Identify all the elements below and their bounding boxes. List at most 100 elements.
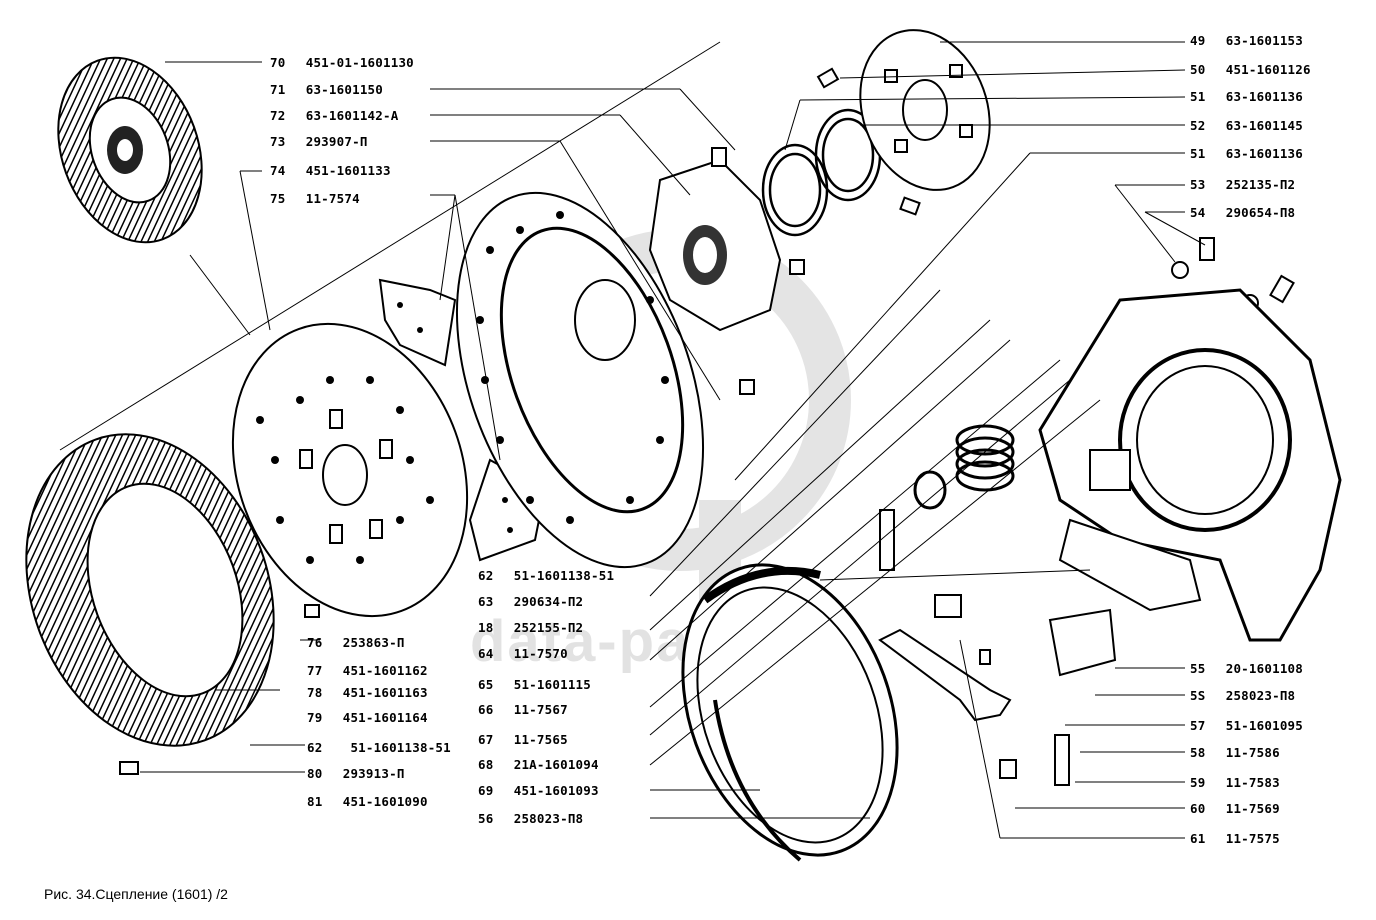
- callout-79: 79 451-1601164: [307, 710, 428, 725]
- callout-num: 68: [478, 757, 494, 772]
- callout-code: 11-7569: [1225, 801, 1280, 816]
- callout-num: 5S: [1190, 688, 1206, 703]
- callout-code: 451-1601162: [342, 663, 428, 678]
- callout-75: 75 11-7574: [270, 191, 360, 206]
- callout-num: 56: [478, 811, 494, 826]
- callout-74: 74 451-1601133: [270, 163, 391, 178]
- callout-num: 78: [307, 685, 323, 700]
- callout-code: 11-7586: [1225, 745, 1280, 760]
- callout-code: 63-1601142-А: [305, 108, 399, 123]
- callout-54: 54 290654-П8: [1190, 205, 1295, 220]
- callout-num: 62: [478, 568, 494, 583]
- callout-num: 79: [307, 710, 323, 725]
- callout-81: 81 451-1601090: [307, 794, 428, 809]
- callout-num: 75: [270, 191, 286, 206]
- callout-num: 81: [307, 794, 323, 809]
- callout-num: 69: [478, 783, 494, 798]
- callout-code: 11-7583: [1225, 775, 1280, 790]
- clutch-housing: [1038, 288, 1342, 642]
- callout-num: 65: [478, 677, 494, 692]
- callout-code: 253863-П: [342, 635, 405, 650]
- callout-num: 52: [1190, 118, 1206, 133]
- friction-lining-large: [25, 433, 275, 747]
- callout-code: 63-1601150: [305, 82, 383, 97]
- callout-num: 58: [1190, 745, 1206, 760]
- callout-62b: 62 51-1601138-51: [478, 568, 614, 583]
- callout-num: 53: [1190, 177, 1206, 192]
- callout-58: 58 11-7586: [1190, 745, 1280, 760]
- callout-code: 21А-1601094: [513, 757, 599, 772]
- callout-num: 72: [270, 108, 286, 123]
- release-levers: [878, 518, 1202, 722]
- callout-code: 252135-П2: [1225, 177, 1296, 192]
- callout-num: 50: [1190, 62, 1206, 77]
- retainer-plate: [859, 29, 991, 191]
- callout-56: 56 258023-П8: [478, 811, 583, 826]
- friction-ring: [761, 108, 882, 237]
- callout-num: 51: [1190, 146, 1206, 161]
- callout-num: 57: [1190, 718, 1206, 733]
- callout-72: 72 63-1601142-А: [270, 108, 398, 123]
- callout-code: 290634-П2: [513, 594, 584, 609]
- callout-code: 51-1601138-51: [350, 740, 451, 755]
- callout-code: 11-7575: [1225, 831, 1280, 846]
- leader-lines-right: [649, 41, 1206, 839]
- callout-num: 62: [307, 740, 323, 755]
- callout-code: 290654-П8: [1225, 205, 1296, 220]
- callout-num: 67: [478, 732, 494, 747]
- callout-68: 68 21А-1601094: [478, 757, 599, 772]
- callout-55: 55 20-1601108: [1190, 661, 1303, 676]
- clutch-cover: [681, 563, 899, 862]
- callout-57: 57 51-1601095: [1190, 718, 1303, 733]
- callout-num: 63: [478, 594, 494, 609]
- callout-code: 451-1601163: [342, 685, 428, 700]
- small-fasteners: [119, 67, 1295, 775]
- callout-73: 73 293907-П: [270, 134, 368, 149]
- callout-67: 67 11-7565: [478, 732, 568, 747]
- pressure-plate: [455, 191, 705, 569]
- callout-code: 258023-П8: [1225, 688, 1296, 703]
- callout-num: 71: [270, 82, 286, 97]
- callout-18: 18 252155-П2: [478, 620, 583, 635]
- callout-code: 293913-П: [342, 766, 405, 781]
- callout-num: 64: [478, 646, 494, 661]
- callout-66: 66 11-7567: [478, 702, 568, 717]
- callout-num: 59: [1190, 775, 1206, 790]
- callout-code: 451-1601164: [342, 710, 428, 725]
- callout-code: 451-01-1601130: [305, 55, 414, 70]
- callout-50: 50 451-1601126: [1190, 62, 1311, 77]
- callout-num: 66: [478, 702, 494, 717]
- callout-code: 252155-П2: [513, 620, 584, 635]
- callout-code: 451-1601093: [513, 783, 599, 798]
- callout-78: 78 451-1601163: [307, 685, 428, 700]
- callout-num: 73: [270, 134, 286, 149]
- callout-77: 77 451-1601162: [307, 663, 428, 678]
- callout-code: 63-1601145: [1225, 118, 1303, 133]
- callout-code: 258023-П8: [513, 811, 584, 826]
- callout-code: 20-1601108: [1225, 661, 1303, 676]
- callout-num: 51: [1190, 89, 1206, 104]
- callout-code: 11-7567: [513, 702, 568, 717]
- driven-disc-small: [57, 56, 203, 244]
- callout-code: 63-1601153: [1225, 33, 1303, 48]
- pressure-spring: [913, 424, 1015, 510]
- callout-63: 63 290634-П2: [478, 594, 583, 609]
- callout-num: 80: [307, 766, 323, 781]
- callout-76: 76 253863-П: [307, 635, 405, 650]
- callout-53: 53 252135-П2: [1190, 177, 1295, 192]
- bracket-upper: [378, 278, 457, 367]
- callout-num: 61: [1190, 831, 1206, 846]
- callout-71: 71 63-1601150: [270, 82, 383, 97]
- callout-69: 69 451-1601093: [478, 783, 599, 798]
- callout-code: 11-7570: [513, 646, 568, 661]
- callout-num: 54: [1190, 205, 1206, 220]
- callout-62a: 62 51-1601138-51: [307, 740, 451, 755]
- callout-num: 60: [1190, 801, 1206, 816]
- callout-code: 51-1601095: [1225, 718, 1303, 733]
- callout-64: 64 11-7570: [478, 646, 568, 661]
- callout-code: 63-1601136: [1225, 146, 1303, 161]
- hub-flange: [648, 158, 782, 332]
- callout-code: 293907-П: [305, 134, 368, 149]
- callout-code: 11-7574: [305, 191, 360, 206]
